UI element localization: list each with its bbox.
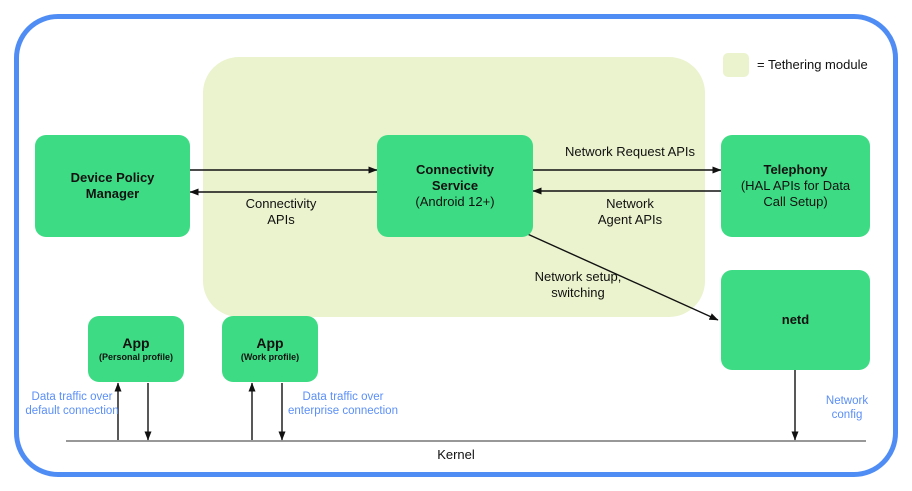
node-subtitle: (Work profile) — [240, 352, 300, 362]
edge-label-line1: Network — [606, 196, 654, 211]
edge-label-line2: APIs — [267, 212, 295, 227]
annotation-line2: config — [831, 409, 863, 421]
annotation-line2: default connection — [25, 405, 119, 417]
node-subtitle: (Personal profile) — [98, 352, 173, 362]
node-app-work-profile[interactable]: App (Work profile) — [222, 316, 318, 382]
node-title-line1: Telephony — [763, 162, 828, 177]
annotation-line2: enterprise connection — [288, 405, 398, 417]
edge-label-network-request-apis: Network Request APIs — [564, 144, 696, 159]
node-subtitle: (Android 12+) — [415, 194, 495, 209]
annotation-line1: Data traffic over — [302, 391, 384, 403]
node-device-policy-manager[interactable]: Device Policy Manager — [35, 135, 190, 237]
tethering-module-swatch — [723, 53, 749, 77]
node-title-line1: netd — [781, 312, 810, 327]
node-connectivity-service[interactable]: Connectivity Service (Android 12+) — [377, 135, 533, 237]
node-title-line1: Device Policy — [70, 170, 155, 185]
annotation-line1: Data traffic over — [31, 391, 113, 403]
edge-label-line1: Network setup, — [534, 269, 622, 284]
annotation-default-connection: Data traffic over default connection — [18, 390, 126, 418]
node-title-line1: App — [122, 335, 150, 351]
edge-label-network-agent-apis: Network Agent APIs — [545, 196, 715, 228]
legend-label: = Tethering module — [757, 57, 868, 72]
node-netd[interactable]: netd — [721, 270, 870, 370]
node-title-line1: Connectivity — [415, 162, 494, 177]
node-subtitle-line2: Call Setup) — [763, 194, 828, 209]
edge-label-network-setup-switching: Network setup, switching — [488, 269, 668, 301]
annotation-line1: Network — [825, 395, 869, 407]
edge-label-line1: Connectivity — [245, 196, 317, 211]
annotation-enterprise-connection: Data traffic over enterprise connection — [286, 390, 400, 418]
edge-label-line2: Agent APIs — [597, 212, 663, 227]
annotation-network-config: Network config — [808, 394, 886, 422]
node-app-personal-profile[interactable]: App (Personal profile) — [88, 316, 184, 382]
node-telephony[interactable]: Telephony (HAL APIs for Data Call Setup) — [721, 135, 870, 237]
edge-label-connectivity-apis: Connectivity APIs — [196, 196, 366, 228]
device-boundary-frame — [14, 14, 898, 477]
edge-label-line2: switching — [551, 285, 605, 300]
node-title-line1: App — [256, 335, 284, 351]
kernel-label: Kernel — [437, 447, 475, 462]
node-title-line2: Manager — [85, 186, 140, 201]
node-title-line2: Service — [431, 178, 479, 193]
node-subtitle-line1: (HAL APIs for Data — [740, 178, 851, 193]
